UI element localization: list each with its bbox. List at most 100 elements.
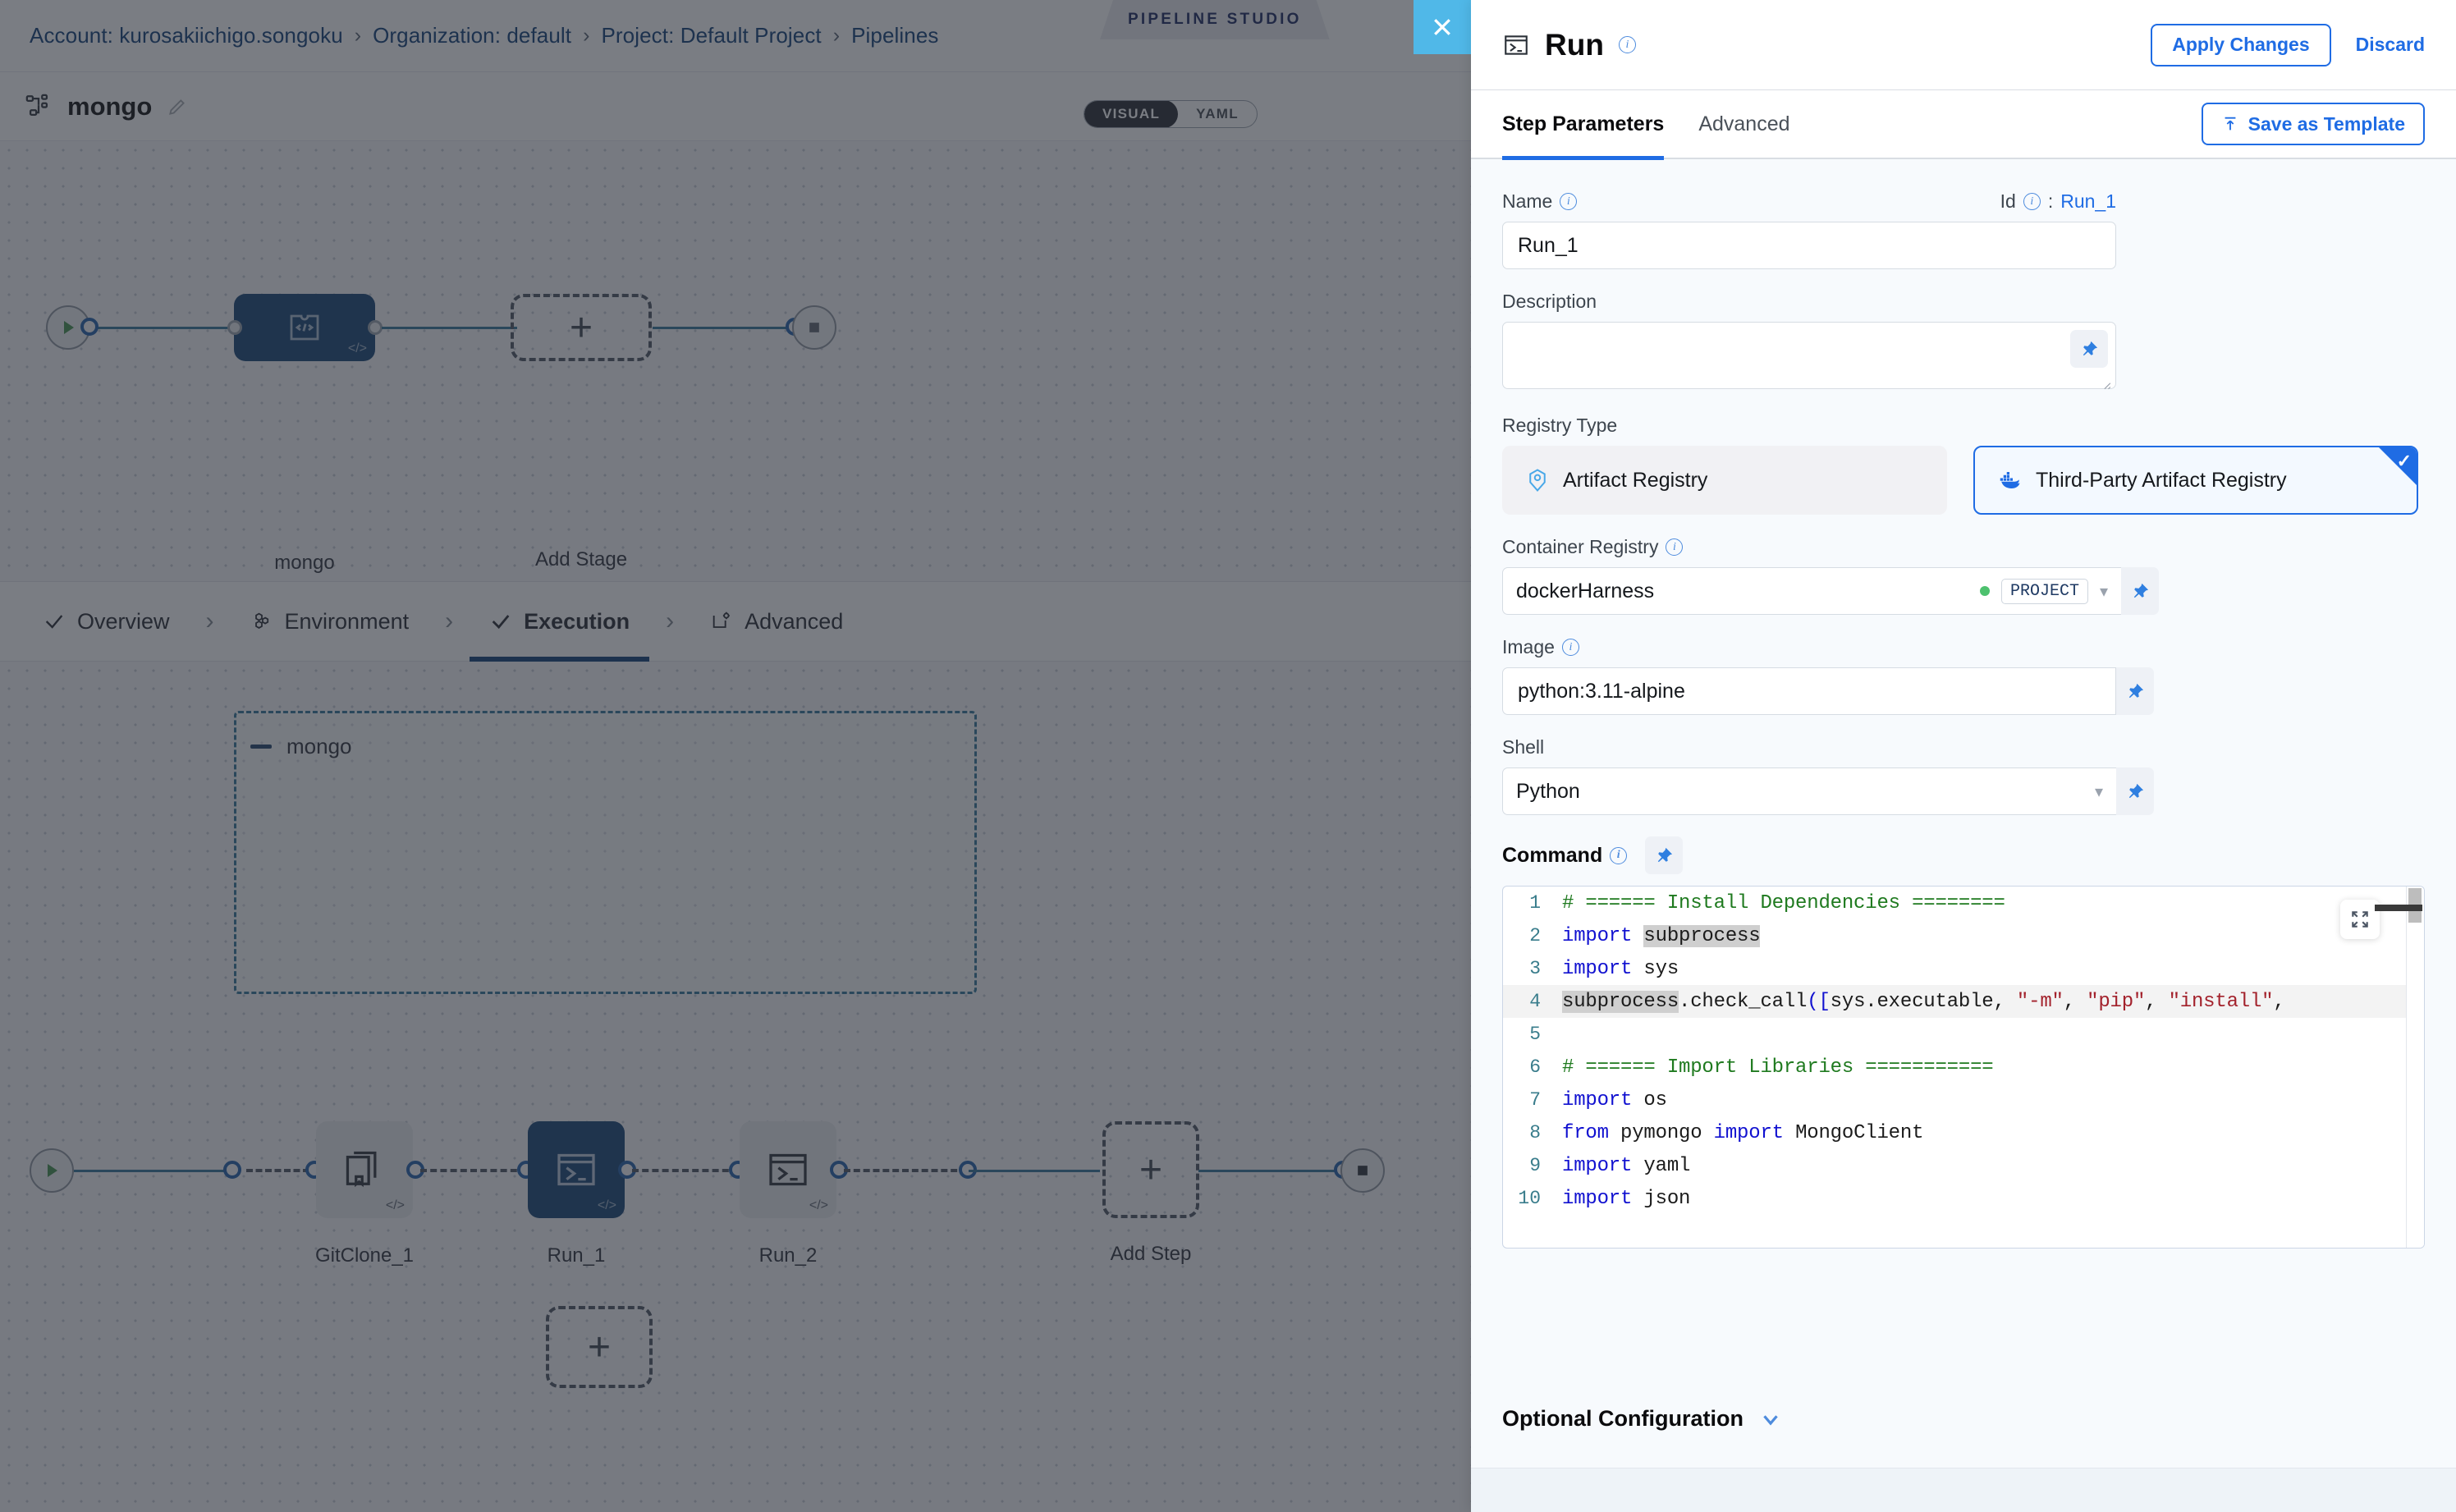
tab-step-parameters[interactable]: Step Parameters xyxy=(1502,89,1665,160)
name-input[interactable] xyxy=(1502,222,2116,269)
tab-advanced[interactable]: Advanced xyxy=(710,581,843,662)
info-icon[interactable]: i xyxy=(1560,193,1578,210)
step-node-run1[interactable]: </> xyxy=(528,1121,625,1218)
step-group-title: mongo xyxy=(286,734,352,758)
close-panel-button[interactable] xyxy=(1414,0,1471,54)
step-node-run2[interactable]: </> xyxy=(740,1121,836,1218)
code-line-number: 7 xyxy=(1529,1089,1541,1111)
close-icon xyxy=(1434,19,1450,35)
step-node-gitclone1[interactable]: </> xyxy=(316,1121,413,1218)
info-icon[interactable]: i xyxy=(1610,846,1628,864)
panel-footer xyxy=(1471,1468,2456,1512)
stage-edge xyxy=(653,327,796,329)
code-line[interactable]: 1# ====== Install Dependencies ======== xyxy=(1503,887,2424,919)
stage-port[interactable] xyxy=(80,318,99,336)
panel-body: Name i Id i : Run_1 Description xyxy=(1471,159,2456,1468)
shell-pin-button[interactable] xyxy=(2116,767,2154,815)
breadcrumb-pipelines[interactable]: Pipelines xyxy=(851,23,939,48)
step-group-header[interactable]: mongo xyxy=(250,734,352,759)
panel-tabs[interactable]: Step Parameters Advanced Save as Templat… xyxy=(1471,89,2456,160)
stage-graph-canvas[interactable]: </> mongo + Add Stage xyxy=(0,141,1471,581)
stage-config-tabs[interactable]: Overview › Environment › Execution › Adv… xyxy=(0,581,1471,662)
registry-option-artifact-registry[interactable]: Artifact Registry xyxy=(1502,446,1947,515)
pipeline-end-node[interactable] xyxy=(792,305,836,350)
check-icon xyxy=(492,615,510,630)
window-gear-icon xyxy=(713,612,730,628)
stage-node-in-port[interactable] xyxy=(227,320,242,335)
description-pin-button[interactable] xyxy=(2070,330,2108,368)
optional-configuration-toggle[interactable]: Optional Configuration xyxy=(1502,1406,1783,1432)
registry-option-third-party-artifact-registry[interactable]: Third-Party Artifact Registry ✓ xyxy=(1973,446,2418,515)
add-stage-node[interactable]: + xyxy=(511,294,652,361)
name-label: Name i xyxy=(1502,190,1578,213)
shell-value: Python xyxy=(1516,779,1580,803)
code-line[interactable]: 6# ====== Import Libraries =========== xyxy=(1503,1051,2424,1084)
tab-environment[interactable]: Environment xyxy=(250,581,409,662)
edit-pencil-icon[interactable] xyxy=(167,96,188,117)
container-registry-pin-button[interactable] xyxy=(2121,567,2159,615)
stage-node-out-port[interactable] xyxy=(368,320,383,335)
breadcrumb-account[interactable]: Account: kurosakiichigo.songoku xyxy=(30,23,343,48)
step-start-node[interactable] xyxy=(30,1148,74,1193)
breadcrumb-organization[interactable]: Organization: default xyxy=(373,23,572,48)
info-icon[interactable]: i xyxy=(2023,193,2041,210)
stage-node-mongo[interactable]: </> xyxy=(234,294,375,361)
breadcrumb-project[interactable]: Project: Default Project xyxy=(601,23,822,48)
image-input[interactable] xyxy=(1502,667,2116,715)
image-pin-button[interactable] xyxy=(2116,667,2154,715)
discard-button[interactable]: Discard xyxy=(2355,34,2425,55)
command-code-editor[interactable]: 1# ====== Install Dependencies ========2… xyxy=(1502,886,2425,1249)
visual-yaml-toggle[interactable]: VISUAL YAML xyxy=(1084,100,1258,128)
container-registry-label-text: Container Registry xyxy=(1502,536,1659,557)
toggle-visual[interactable]: VISUAL xyxy=(1084,101,1179,127)
toggle-yaml[interactable]: YAML xyxy=(1196,106,1239,121)
shell-block: Shell Python ▾ xyxy=(1502,736,2425,815)
stage-node-label: mongo xyxy=(274,552,335,574)
code-vertical-scrollbar[interactable] xyxy=(2406,887,2424,1248)
command-pin-button[interactable] xyxy=(1645,836,1684,874)
tab-execution[interactable]: Execution xyxy=(470,581,650,662)
tab-separator-icon: › xyxy=(205,607,214,635)
chevron-down-icon[interactable]: ▾ xyxy=(2099,582,2108,601)
info-icon[interactable]: i xyxy=(1618,36,1636,53)
save-as-template-button[interactable]: Save as Template xyxy=(2201,103,2425,145)
panel-header: Run i Apply Changes Discard xyxy=(1471,0,2456,90)
registry-type-label: Registry Type xyxy=(1502,415,1618,436)
play-icon xyxy=(64,321,74,334)
registry-option-label: Third-Party Artifact Registry xyxy=(2036,468,2287,492)
code-line-number: 3 xyxy=(1529,958,1541,979)
info-icon[interactable]: i xyxy=(1666,538,1684,556)
tab-overview[interactable]: Overview xyxy=(43,581,170,662)
container-registry-block: Container Registry i dockerHarness PROJE… xyxy=(1502,536,2425,615)
description-textarea[interactable] xyxy=(1502,322,2116,389)
shell-select[interactable]: Python ▾ xyxy=(1502,767,2116,815)
step-end-node[interactable] xyxy=(1340,1148,1385,1193)
pipeline-icon xyxy=(25,94,48,116)
collapse-icon[interactable] xyxy=(250,745,272,749)
command-header: Command i xyxy=(1502,836,2425,874)
save-as-template-label: Save as Template xyxy=(2248,112,2405,135)
registry-type-options[interactable]: Artifact Registry Third-Party Artifact R… xyxy=(1502,446,2425,515)
step-graph-canvas[interactable]: mongo </> GitClone_1 </> Run_1 xyxy=(0,662,1471,1512)
container-registry-select[interactable]: dockerHarness PROJECT ▾ xyxy=(1502,567,2121,615)
add-step-node[interactable]: + xyxy=(1102,1121,1199,1218)
chevron-down-icon[interactable] xyxy=(1758,1407,1783,1432)
chevron-down-icon[interactable]: ▾ xyxy=(2094,782,2103,801)
code-line[interactable]: 5 xyxy=(1503,1018,2424,1051)
apply-changes-button[interactable]: Apply Changes xyxy=(2151,23,2331,66)
step-edge xyxy=(74,1170,230,1172)
tab-advanced[interactable]: Advanced xyxy=(1698,112,1790,135)
tab-separator-icon: › xyxy=(666,607,675,635)
add-parallel-step-node[interactable]: + xyxy=(546,1306,653,1388)
info-icon[interactable]: i xyxy=(1561,639,1579,656)
expand-editor-button[interactable] xyxy=(2340,900,2380,939)
code-horizontal-scroll-knob[interactable] xyxy=(2375,905,2422,911)
step-port[interactable] xyxy=(223,1161,241,1179)
